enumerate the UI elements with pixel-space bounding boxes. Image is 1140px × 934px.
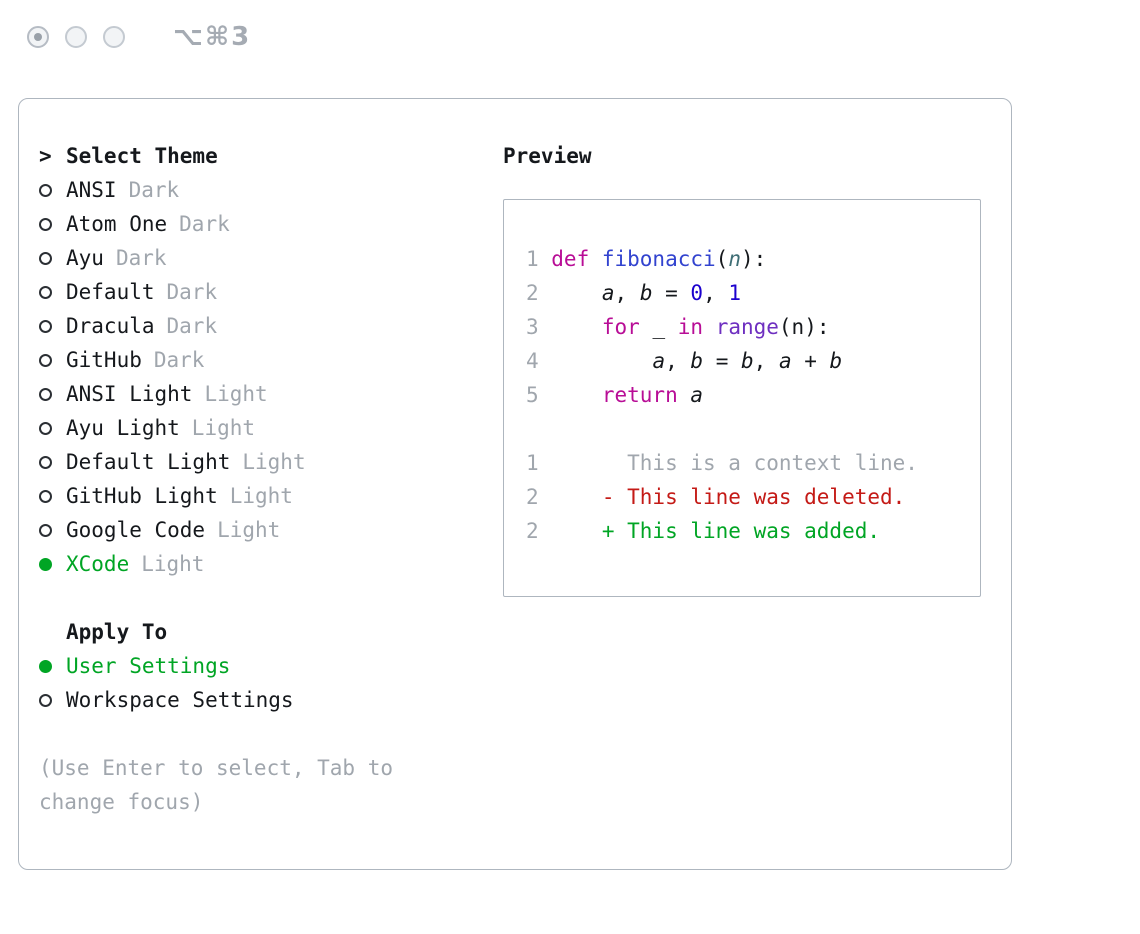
item-label: Ayu: [66, 246, 104, 270]
line-number: 1: [526, 247, 539, 271]
radio-icon: [39, 455, 66, 469]
theme-item-default-light[interactable]: Default Light Light: [39, 445, 503, 479]
theme-item-ansi-light[interactable]: ANSI Light Light: [39, 377, 503, 411]
radio-selected-icon: [39, 557, 66, 571]
theme-item-xcode[interactable]: XCode Light: [39, 547, 503, 581]
item-label: User Settings: [66, 654, 231, 678]
item-variant: Light: [141, 552, 205, 576]
theme-item-dracula[interactable]: Dracula Dark: [39, 309, 503, 343]
item-label: ANSI Light: [66, 382, 193, 406]
item-label: ANSI: [66, 178, 117, 202]
radio-icon: [39, 285, 66, 299]
close-button[interactable]: [27, 26, 49, 48]
prompt-icon: >: [39, 144, 52, 168]
item-variant: Light: [204, 382, 268, 406]
code-line: 2 - This line was deleted.: [526, 480, 962, 514]
apply-option-workspace-settings[interactable]: Workspace Settings: [39, 683, 503, 717]
radio-icon: [39, 387, 66, 401]
code-line: 3 for _ in range(n):: [526, 310, 962, 344]
code-line: 5 return a: [526, 378, 962, 412]
item-label: GitHub Light: [66, 484, 218, 508]
code-line: 2 a, b = 0, 1: [526, 276, 962, 310]
theme-item-atom-one[interactable]: Atom One Dark: [39, 207, 503, 241]
item-label: Atom One: [66, 212, 168, 236]
apply-option-user-settings[interactable]: User Settings: [39, 649, 503, 683]
select-theme-header: > Select Theme: [39, 139, 503, 173]
line-number: 1: [526, 451, 539, 475]
code-line: 1 This is a context line.: [526, 446, 962, 480]
line-number: 2: [526, 485, 539, 509]
theme-item-ayu-light[interactable]: Ayu Light Light: [39, 411, 503, 445]
hint-line-1: (Use Enter to select, Tab to: [39, 756, 394, 780]
apply-to-title: Apply To: [66, 620, 168, 644]
item-variant: Light: [242, 450, 306, 474]
item-label: XCode: [66, 552, 130, 576]
radio-icon: [39, 489, 66, 503]
radio-icon: [39, 353, 66, 367]
code-line: 2 + This line was added.: [526, 514, 962, 548]
line-number: 4: [526, 349, 539, 373]
radio-selected-icon: [39, 659, 66, 673]
radio-icon: [39, 523, 66, 537]
radio-icon: [39, 693, 66, 707]
theme-item-github[interactable]: GitHub Dark: [39, 343, 503, 377]
theme-item-google-code[interactable]: Google Code Light: [39, 513, 503, 547]
line-number: 3: [526, 315, 539, 339]
hint-text: (Use Enter to select, Tab to change focu…: [39, 751, 503, 819]
item-variant: Dark: [179, 212, 230, 236]
item-label: Workspace Settings: [66, 688, 294, 712]
titlebar: ⌥⌘3: [0, 0, 1140, 74]
theme-item-ayu[interactable]: Ayu Dark: [39, 241, 503, 275]
item-variant: Light: [217, 518, 281, 542]
item-variant: Dark: [166, 314, 218, 338]
radio-icon: [39, 421, 66, 435]
item-label: Google Code: [66, 518, 206, 542]
line-number: 5: [526, 383, 539, 407]
item-label: Dracula: [66, 314, 155, 338]
line-number: 2: [526, 519, 539, 543]
select-theme-title: Select Theme: [66, 144, 218, 168]
theme-item-default[interactable]: Default Dark: [39, 275, 503, 309]
item-variant: Dark: [166, 280, 218, 304]
line-number: 2: [526, 281, 539, 305]
code-line: 4 a, b = b, a + b: [526, 344, 962, 378]
theme-item-ansi[interactable]: ANSI Dark: [39, 173, 503, 207]
theme-item-github-light[interactable]: GitHub Light Light: [39, 479, 503, 513]
radio-icon: [39, 319, 66, 333]
item-label: Default: [66, 280, 155, 304]
code-line: [526, 412, 962, 446]
item-label: GitHub: [66, 348, 142, 372]
item-variant: Light: [191, 416, 256, 440]
hint-line-2: change focus): [39, 790, 204, 814]
item-variant: Dark: [115, 246, 167, 270]
item-variant: Dark: [153, 348, 205, 372]
zoom-button[interactable]: [103, 26, 125, 48]
radio-icon: [39, 217, 66, 231]
item-variant: Dark: [128, 178, 180, 202]
keyboard-shortcut-label: ⌥⌘3: [173, 22, 252, 52]
radio-icon: [39, 251, 66, 265]
item-label: Default Light: [66, 450, 231, 474]
item-variant: Light: [229, 484, 293, 508]
preview-title: Preview: [503, 144, 592, 168]
minimize-button[interactable]: [65, 26, 87, 48]
radio-icon: [39, 183, 66, 197]
item-label: Ayu Light: [66, 416, 180, 440]
